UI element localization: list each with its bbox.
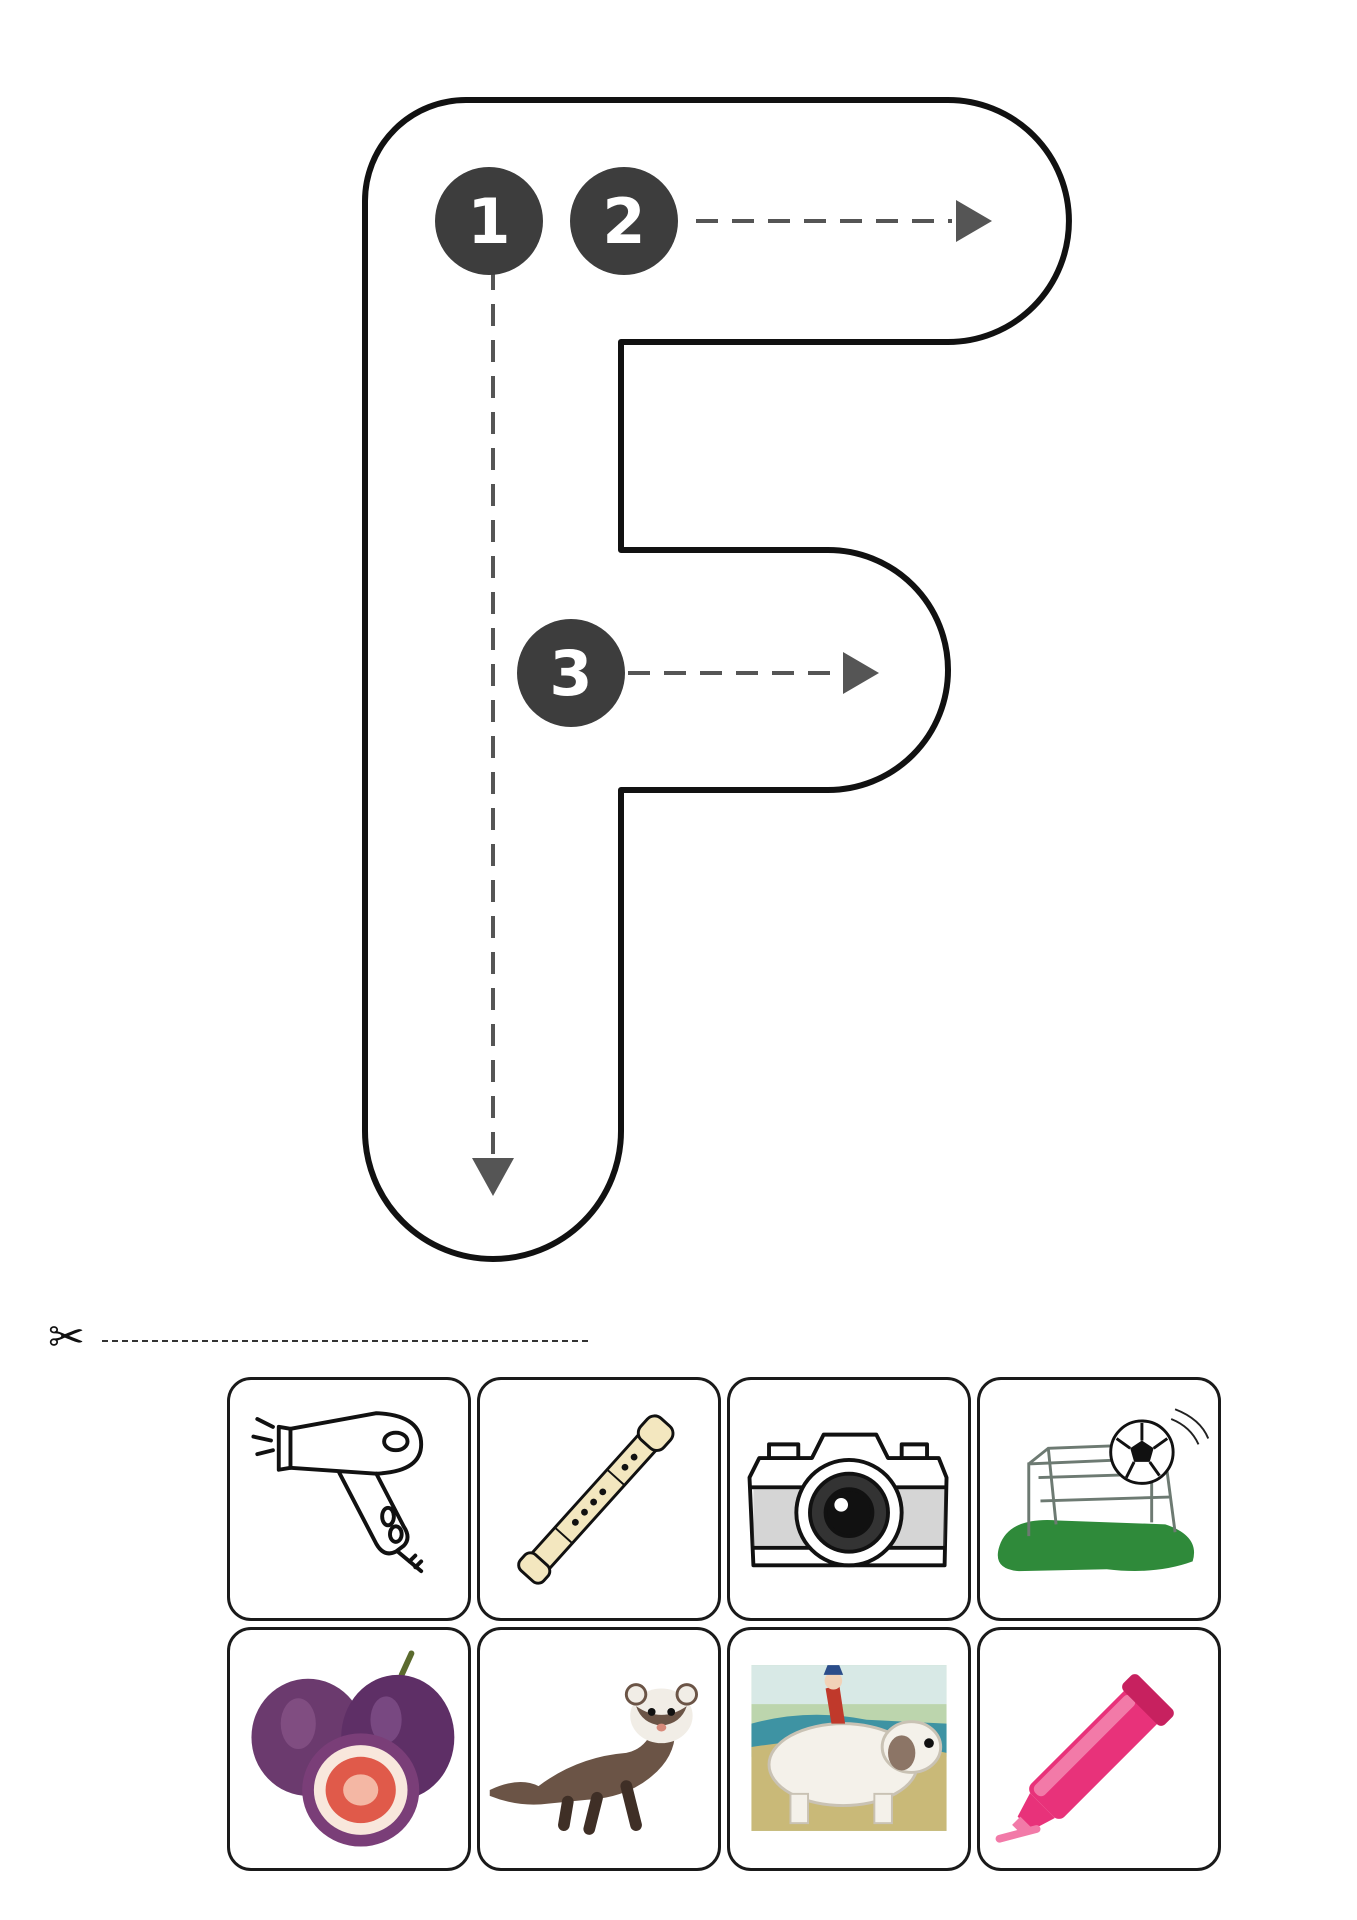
stroke-3-arrow-icon xyxy=(843,652,879,694)
letter-tracing-area: 1 2 3 xyxy=(362,97,1072,1262)
stroke-1-arrow-icon xyxy=(472,1158,514,1196)
camera-icon xyxy=(747,1432,949,1568)
hair-dryer-icon xyxy=(251,1411,424,1574)
step-2-badge: 2 xyxy=(570,167,678,275)
step-1-badge: 1 xyxy=(435,167,543,275)
figs-icon xyxy=(251,1650,455,1847)
card-sheepdog[interactable] xyxy=(727,1627,971,1871)
card-recorder-flute[interactable] xyxy=(477,1377,721,1621)
card-figs[interactable] xyxy=(227,1627,471,1871)
card-camera[interactable] xyxy=(727,1377,971,1621)
letter-f-outline xyxy=(362,97,1072,1262)
cut-dashed-line xyxy=(102,1340,588,1342)
step-3-number: 3 xyxy=(549,637,592,710)
card-football-goal[interactable] xyxy=(977,1377,1221,1621)
sheepdog-illustration-icon xyxy=(751,1665,947,1831)
step-2-number: 2 xyxy=(602,185,645,258)
card-hair-dryer[interactable] xyxy=(227,1377,471,1621)
card-ferret[interactable] xyxy=(477,1627,721,1871)
stroke-2-arrow-icon xyxy=(956,200,992,242)
picture-card-grid xyxy=(227,1377,1222,1877)
step-3-badge: 3 xyxy=(517,619,625,727)
soccer-ball-icon xyxy=(1109,1419,1175,1485)
recorder-flute-icon xyxy=(517,1414,675,1585)
card-highlighter[interactable] xyxy=(977,1627,1221,1871)
cut-guide: ✂ xyxy=(48,1316,608,1360)
highlighter-icon xyxy=(995,1674,1174,1843)
football-goal-icon xyxy=(997,1408,1210,1572)
step-1-number: 1 xyxy=(467,185,510,258)
scissors-icon: ✂ xyxy=(48,1312,85,1363)
ferret-icon xyxy=(489,1683,699,1835)
